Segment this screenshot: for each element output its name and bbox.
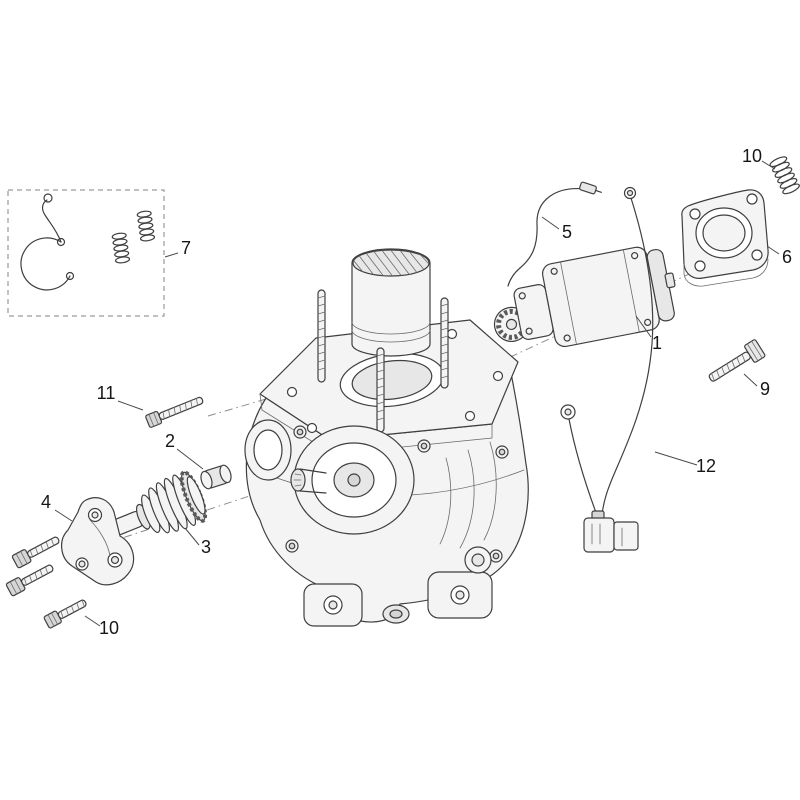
cylinder-stud-3 bbox=[440, 297, 449, 389]
bolt-left-1 bbox=[11, 536, 60, 569]
callout-9-leader bbox=[743, 373, 758, 387]
motor-body-seams bbox=[560, 250, 640, 344]
spring-part-b bbox=[136, 210, 156, 242]
callout-4-leader bbox=[54, 509, 73, 522]
callout-5: 5 bbox=[562, 222, 572, 242]
callout-2-leader bbox=[176, 448, 204, 470]
engine-foot-left bbox=[303, 583, 363, 627]
motor-body bbox=[541, 246, 660, 348]
engine-foot-right bbox=[427, 571, 493, 619]
motor-through-bolts bbox=[550, 252, 652, 342]
callout-12: 12 bbox=[696, 456, 716, 476]
piston-ring-grooves bbox=[351, 321, 431, 343]
callout-10bl-leader bbox=[84, 615, 101, 627]
cylinder-bore bbox=[339, 352, 445, 408]
housing-screw-top bbox=[518, 292, 526, 300]
piston bbox=[351, 248, 431, 357]
callout-10tr-leader bbox=[761, 160, 776, 170]
flange-center-recess bbox=[702, 214, 746, 252]
cylinder-stud-2 bbox=[376, 347, 385, 433]
cylinder-stud-1 bbox=[317, 289, 326, 383]
callout-7: 7 bbox=[181, 238, 191, 258]
callout-1: 1 bbox=[652, 333, 662, 353]
callout-layer: 1 2 3 4 5 6 7 9 10 10 11 12 bbox=[41, 146, 792, 638]
callout-6-leader bbox=[766, 245, 780, 255]
cable-connector bbox=[583, 510, 639, 553]
engine-mount-bushing bbox=[382, 604, 410, 624]
bolt-left-2 bbox=[5, 564, 54, 597]
flange-bolt-holes bbox=[689, 193, 763, 272]
cable-ring-terminal-hole bbox=[564, 408, 572, 416]
callout-10-bottom-left: 10 bbox=[99, 618, 119, 638]
kit-box-7 bbox=[7, 189, 165, 317]
callout-11: 11 bbox=[97, 383, 116, 403]
hex-bolt-9 bbox=[708, 339, 766, 382]
callout-3-leader bbox=[184, 527, 200, 546]
callout-9: 9 bbox=[760, 379, 770, 399]
callout-3: 3 bbox=[201, 537, 211, 557]
mounting-flange bbox=[681, 189, 769, 287]
callout-10-top-right: 10 bbox=[742, 146, 762, 166]
crankshaft-stub bbox=[290, 468, 327, 494]
callout-2: 2 bbox=[165, 431, 175, 451]
drive-coupling bbox=[104, 470, 208, 536]
stud-screw-11 bbox=[145, 396, 204, 428]
engine-assembly bbox=[244, 248, 529, 627]
crankcase-ribs bbox=[439, 441, 497, 549]
crankcase-bolt-bosses bbox=[285, 425, 509, 563]
crank-boss bbox=[293, 425, 415, 535]
spring-top-right bbox=[769, 156, 800, 195]
motor-terminal bbox=[664, 272, 676, 289]
circlip-part bbox=[20, 193, 75, 291]
cable-top-ring-hole bbox=[626, 189, 634, 197]
callout-1-leader bbox=[635, 315, 652, 338]
case-boss-round bbox=[464, 546, 492, 574]
spring-part-a bbox=[111, 232, 131, 264]
electric-wire bbox=[507, 181, 602, 287]
callout-6: 6 bbox=[782, 247, 792, 267]
flange-thickness bbox=[683, 258, 769, 287]
piston-body bbox=[351, 248, 431, 357]
housing-screw-bottom bbox=[525, 327, 533, 335]
callout-12-leader bbox=[654, 451, 698, 466]
callout-4: 4 bbox=[41, 492, 51, 512]
callout-11-leader bbox=[117, 400, 144, 411]
starter-motor bbox=[493, 246, 676, 348]
cable-12 bbox=[560, 186, 654, 553]
bolt-bottom-10 bbox=[43, 599, 87, 629]
piston-crown-hatch bbox=[353, 250, 429, 276]
callout-7-leader bbox=[164, 252, 179, 258]
cable-branch-wire bbox=[568, 418, 599, 519]
support-bracket bbox=[61, 497, 135, 586]
spacer-bushing bbox=[200, 464, 232, 490]
kit-box-outline bbox=[7, 189, 165, 317]
intake-port bbox=[244, 419, 292, 481]
callout-5-leader bbox=[541, 216, 560, 230]
wire-terminal bbox=[579, 181, 602, 195]
